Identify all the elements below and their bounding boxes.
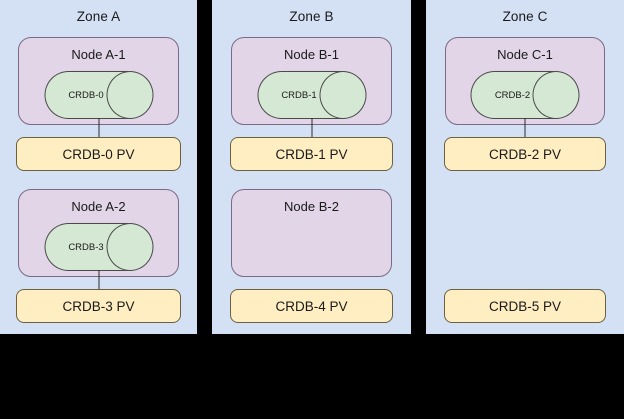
node-c-1[interactable]: Node C-1 CRDB-2 xyxy=(445,37,605,125)
node-c-1-label: Node C-1 xyxy=(497,47,553,62)
node-b-1-label: Node B-1 xyxy=(284,47,339,62)
pv-crdb-5[interactable]: CRDB-5 PV xyxy=(444,289,606,323)
pv-label-crdb-4: CRDB-4 PV xyxy=(275,298,348,314)
pv-crdb-4[interactable]: CRDB-4 PV xyxy=(230,289,393,323)
node-a-2[interactable]: Node A-2 CRDB-3 xyxy=(18,189,179,277)
cylinder-cap-icon xyxy=(106,223,153,271)
connector-line-crdb-3 xyxy=(98,270,99,289)
pv-crdb-1[interactable]: CRDB-1 PV xyxy=(230,137,393,171)
pv-crdb-2[interactable]: CRDB-2 PV xyxy=(444,137,606,171)
zone-title-b: Zone B xyxy=(289,9,334,24)
pv-label-crdb-5: CRDB-5 PV xyxy=(488,298,561,314)
pv-label-crdb-0: CRDB-0 PV xyxy=(62,146,135,162)
node-a-2-label: Node A-2 xyxy=(71,199,126,214)
cylinder-cap-icon xyxy=(106,71,153,119)
pv-label-crdb-2: CRDB-2 PV xyxy=(488,146,561,162)
database-label-crdb-3: CRDB-3 xyxy=(68,241,104,253)
database-cylinder-crdb-2[interactable]: CRDB-2 xyxy=(470,71,580,119)
database-label-crdb-1: CRDB-1 xyxy=(281,89,317,101)
zone-container-a: Zone A Node A-1 CRDB-0 CRDB-0 PV Node A-… xyxy=(0,0,197,334)
connector-line-crdb-2 xyxy=(524,118,526,137)
zone-title-c: Zone C xyxy=(502,9,548,24)
pv-label-crdb-3: CRDB-3 PV xyxy=(62,298,135,314)
database-label-crdb-2: CRDB-2 xyxy=(494,89,531,101)
connector-line-crdb-0 xyxy=(98,118,99,137)
cylinder-cap-icon xyxy=(319,71,366,119)
node-a-1[interactable]: Node A-1 CRDB-0 xyxy=(18,37,179,125)
pv-crdb-0[interactable]: CRDB-0 PV xyxy=(16,137,181,171)
zone-container-c: Zone C Node C-1 CRDB-2 CRDB-2 PV CRDB-5 … xyxy=(426,0,624,334)
pv-crdb-3[interactable]: CRDB-3 PV xyxy=(16,289,181,323)
database-cylinder-crdb-1[interactable]: CRDB-1 xyxy=(257,71,366,119)
database-cylinder-crdb-0[interactable]: CRDB-0 xyxy=(44,71,153,119)
node-b-2-label: Node B-2 xyxy=(284,199,339,214)
zone-title-a: Zone A xyxy=(76,9,121,24)
connector-line-crdb-1 xyxy=(311,118,312,137)
node-b-1[interactable]: Node B-1 CRDB-1 xyxy=(231,37,392,125)
database-cylinder-crdb-3[interactable]: CRDB-3 xyxy=(44,223,153,271)
database-label-crdb-0: CRDB-0 xyxy=(68,89,104,101)
zone-container-b: Zone B Node B-1 CRDB-1 CRDB-1 PV Node B-… xyxy=(212,0,411,334)
pv-label-crdb-1: CRDB-1 PV xyxy=(275,146,348,162)
cylinder-cap-icon xyxy=(532,71,580,119)
node-a-1-label: Node A-1 xyxy=(71,47,126,62)
node-b-2[interactable]: Node B-2 xyxy=(231,189,392,277)
